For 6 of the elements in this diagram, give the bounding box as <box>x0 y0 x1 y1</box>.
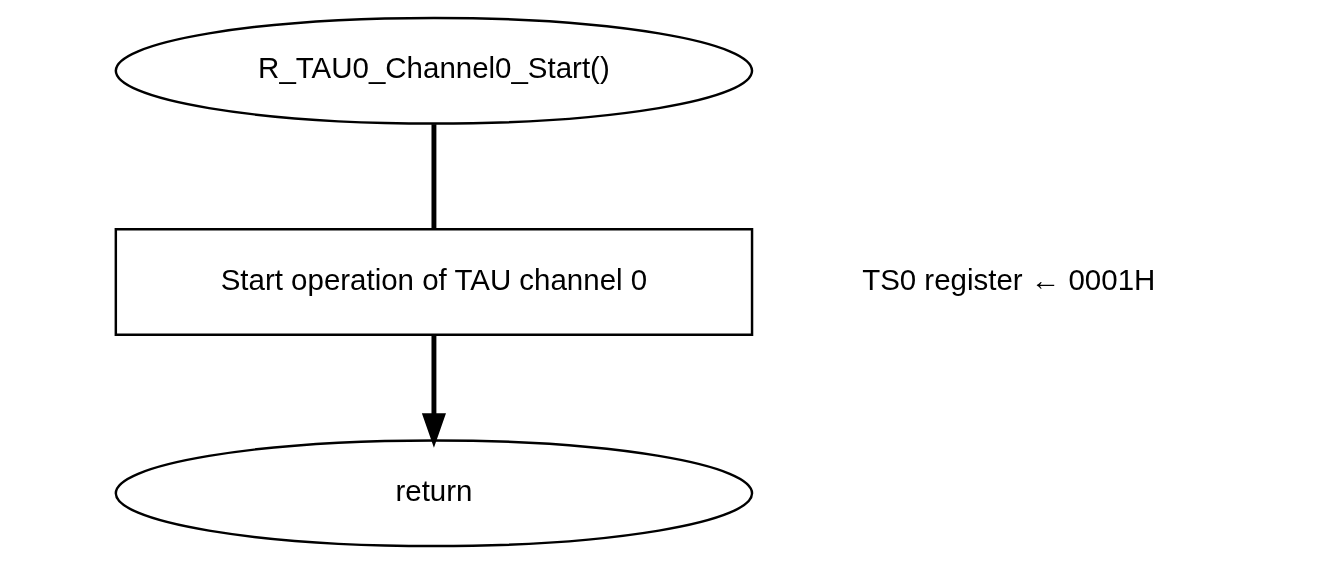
arrow <box>421 335 446 448</box>
connector <box>431 124 437 230</box>
node-label: TS0 register ← 0001H <box>862 262 1156 296</box>
node-ellipse: return <box>114 439 754 548</box>
node-box: Start operation of TAU channel 0 <box>114 227 754 337</box>
node-ellipse: R_TAU0_Channel0_Start() <box>114 16 754 125</box>
